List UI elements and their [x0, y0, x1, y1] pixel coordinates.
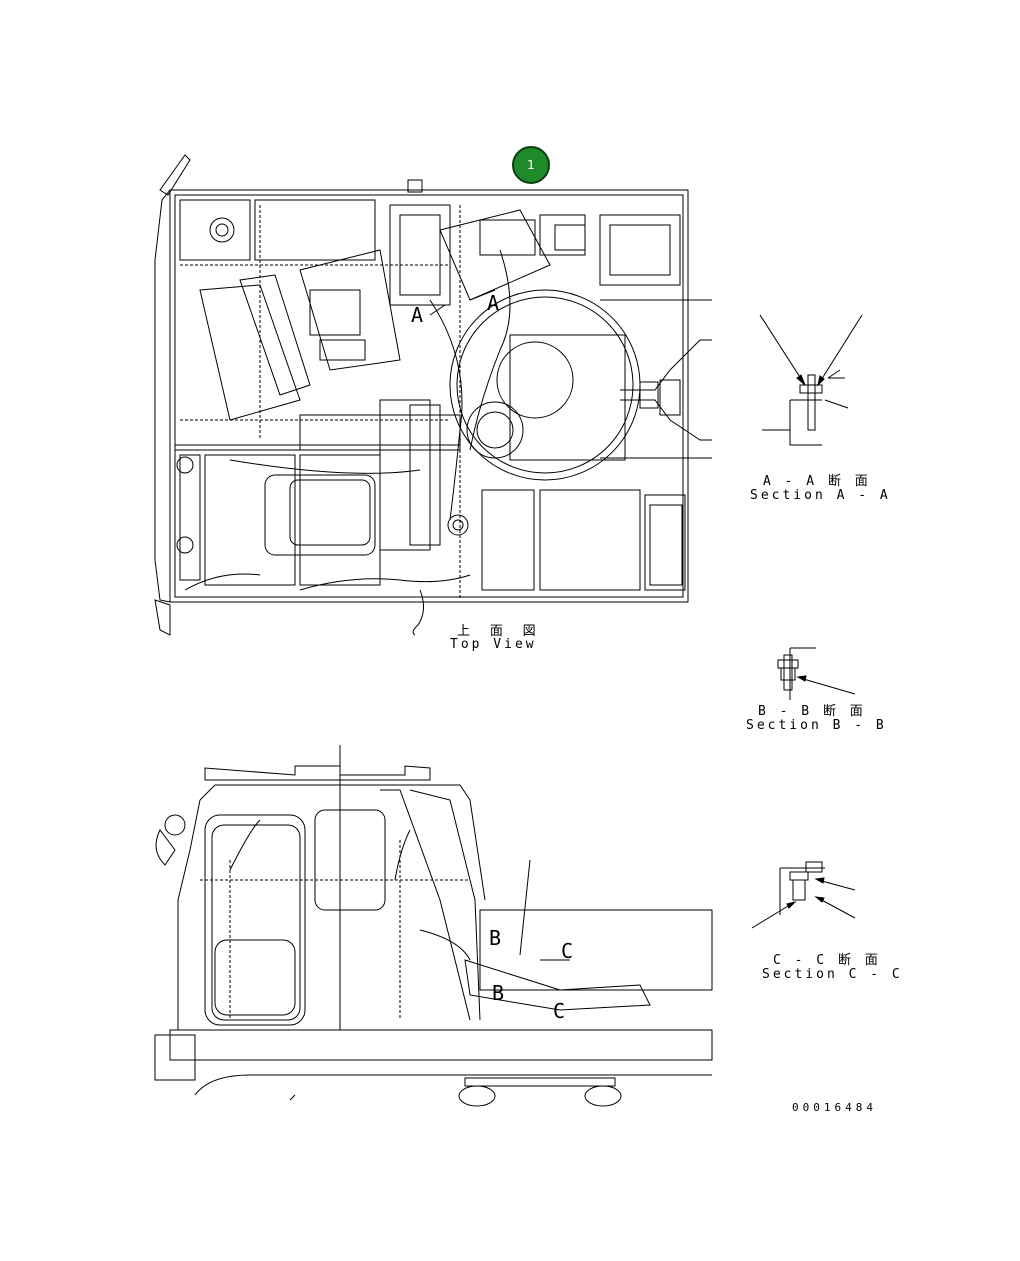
section-bb-caption-en: Section B - B: [746, 718, 887, 733]
top-view-caption-jp: 上 面 図: [457, 624, 542, 639]
drawing-reference-number: 00016484: [792, 1101, 877, 1114]
section-mark-a-left: A: [411, 303, 424, 327]
section-bb-drawing: [777, 647, 856, 700]
section-mark-b-upper: B: [489, 926, 502, 950]
section-bb-caption-jp: B - B 断 面: [758, 704, 866, 719]
part-callout-1[interactable]: 1: [512, 146, 550, 184]
top-view-drawing: [154, 154, 712, 636]
section-cc-caption-en: Section C - C: [762, 967, 903, 982]
section-cc-drawing: [751, 861, 856, 929]
section-aa-caption-en: Section A - A: [750, 488, 891, 503]
side-view-drawing: [154, 745, 713, 1107]
top-view-caption-en: Top View: [450, 637, 537, 652]
section-mark-b-lower: B: [492, 981, 505, 1005]
section-mark-a-right: A: [487, 291, 500, 315]
section-aa-drawing: [759, 314, 863, 446]
section-cc-caption-jp: C - C 断 面: [773, 953, 881, 968]
section-mark-c-lower: C: [553, 999, 566, 1023]
section-aa-caption-jp: A - A 断 面: [763, 474, 871, 489]
section-mark-c-upper: C: [561, 939, 574, 963]
callout-label: 1: [527, 158, 535, 172]
